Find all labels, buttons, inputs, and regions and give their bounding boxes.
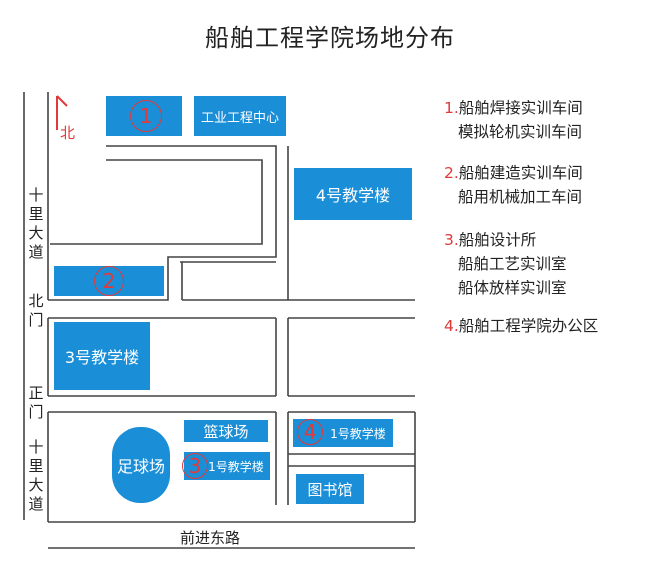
legend-text: 船舶设计所 [458, 231, 537, 249]
football-field[interactable]: 足球场 [112, 427, 170, 503]
legend-item-3: 3.船舶设计所 船舶工艺实训室 船体放样实训室 [444, 228, 567, 300]
legend-num: 1. [444, 99, 459, 117]
gate-text: 北门 [28, 292, 44, 329]
road-label-main-gate: 正门 [26, 384, 46, 422]
road-text: 十里大道 [28, 438, 44, 513]
building-3[interactable]: 3号教学楼 [54, 322, 150, 390]
marker-3: 3 [182, 453, 208, 479]
marker-2: 2 [94, 266, 124, 296]
road-label-north-gate: 北门 [26, 292, 46, 330]
building-industrial-center[interactable]: 工业工程中心 [194, 96, 286, 136]
road-label-shili-upper: 十里大道 [26, 186, 46, 262]
basketball-court[interactable]: 篮球场 [184, 420, 268, 442]
legend-text: 船舶建造实训车间 [458, 164, 583, 182]
legend-num: 3. [444, 231, 459, 249]
legend-item-1: 1.船舶焊接实训车间 模拟轮机实训车间 [444, 96, 583, 144]
north-arrow-icon [56, 95, 68, 130]
marker-4: 4 [297, 419, 323, 445]
legend-item-2: 2.船舶建造实训车间 船用机械加工车间 [444, 161, 583, 209]
road-text: 十里大道 [28, 186, 44, 261]
legend-num: 2. [444, 164, 459, 182]
legend-text: 模拟轮机实训车间 [458, 123, 583, 141]
gate-text: 正门 [28, 384, 44, 421]
legend-text: 船体放样实训室 [458, 279, 567, 297]
page-title: 船舶工程学院场地分布 [205, 24, 455, 52]
legend-text: 船舶工程学院办公区 [458, 317, 599, 335]
legend-item-4: 4.船舶工程学院办公区 [444, 314, 598, 338]
building-4[interactable]: 4号教学楼 [294, 168, 412, 220]
library[interactable]: 图书馆 [296, 474, 364, 504]
road-label-shili-lower: 十里大道 [26, 438, 46, 514]
road-label-qianjin: 前进东路 [180, 529, 241, 547]
legend-text: 船用机械加工车间 [458, 188, 583, 206]
north-label: 北 [60, 124, 76, 142]
marker-1: 1 [130, 100, 162, 132]
legend-text: 船舶焊接实训车间 [458, 99, 583, 117]
legend-num: 4. [444, 317, 459, 335]
legend-text: 船舶工艺实训室 [458, 255, 567, 273]
